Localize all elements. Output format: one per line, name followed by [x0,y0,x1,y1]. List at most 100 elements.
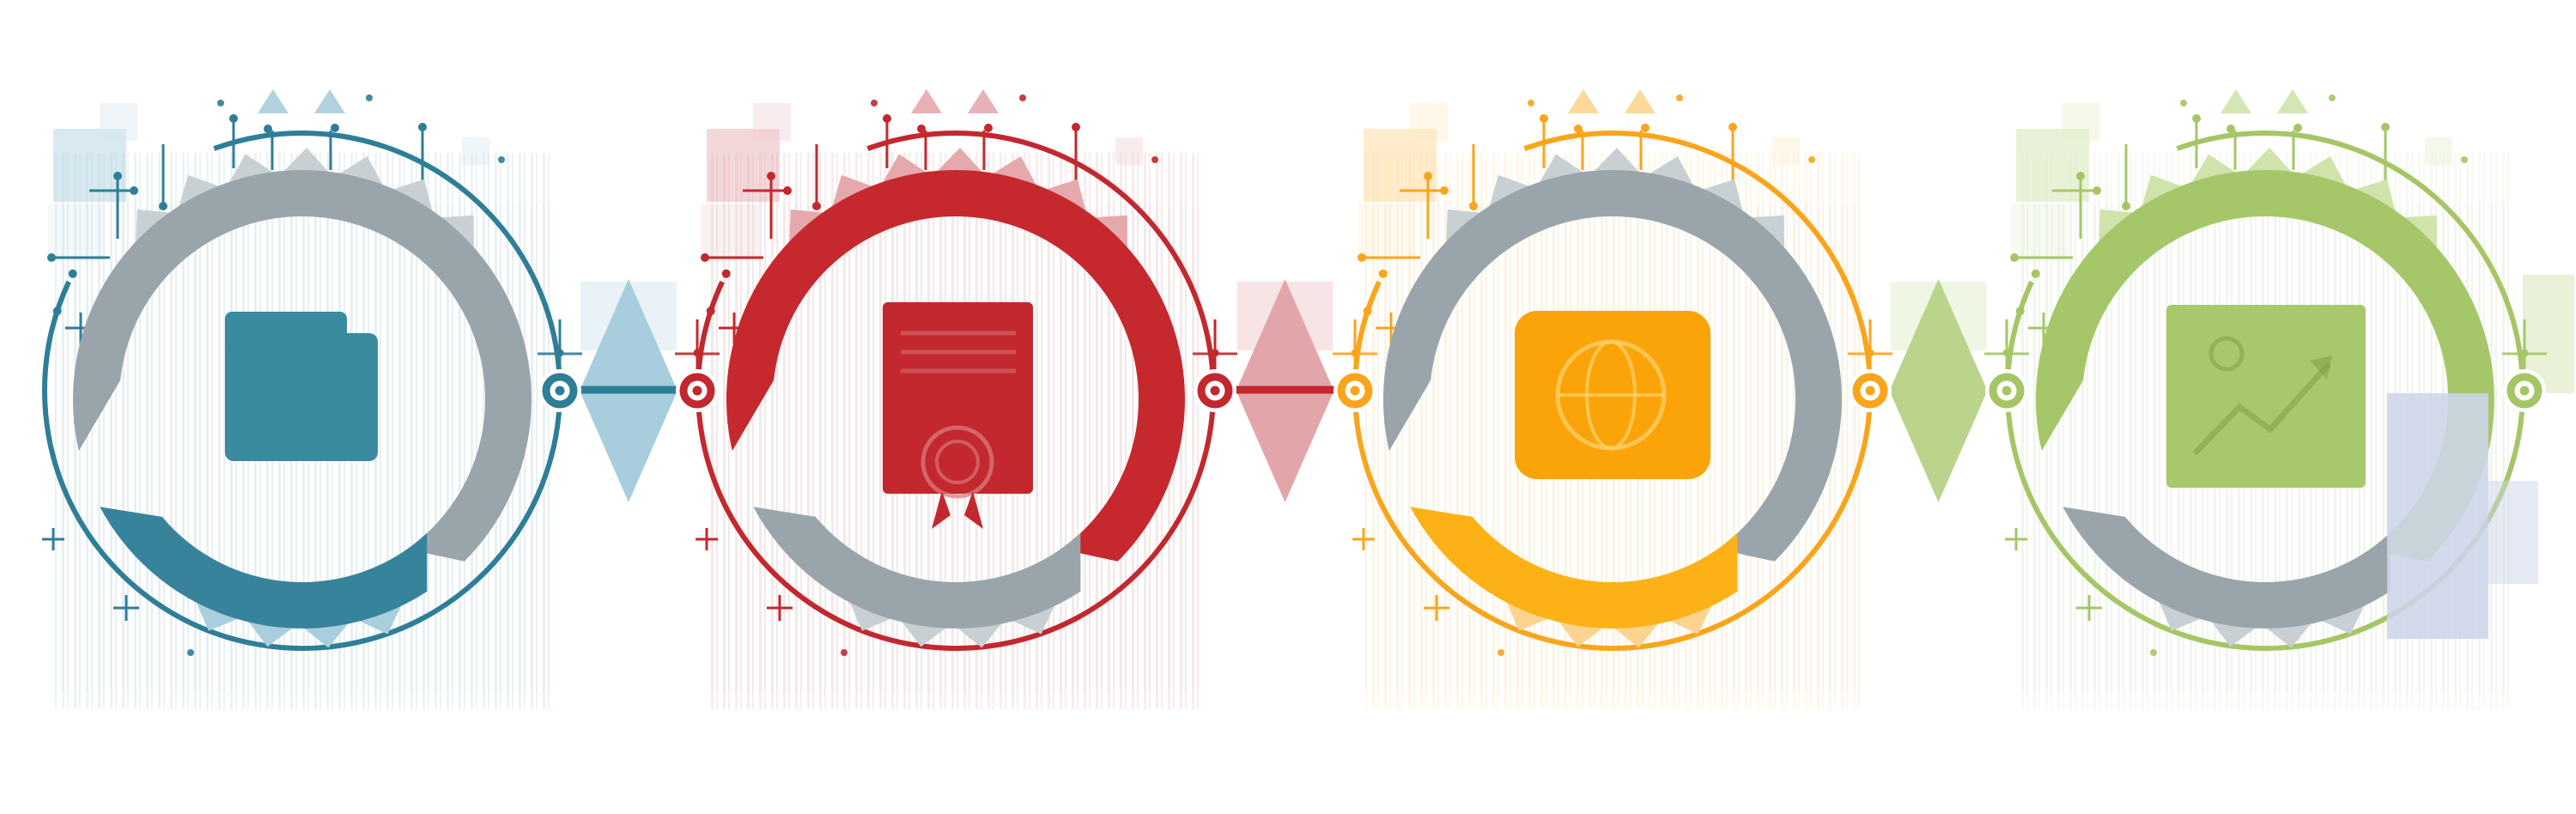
seal-ring [920,425,994,499]
node-dot [2002,386,2012,396]
deco-square [462,137,489,165]
deco-dot [871,100,878,106]
arc-tooth [228,154,275,185]
node-dot [1865,386,1875,396]
arc-tooth [2265,622,2313,648]
connector-2 [1193,279,1377,502]
arc-tooth [302,622,350,648]
cross-marker [1352,528,1375,550]
connector-node [538,369,581,412]
deco-dot [1540,114,1548,123]
arc-tooth [337,156,384,187]
deco-dot [701,253,709,262]
cycle-arc-bottom [1410,507,1738,629]
deco-dot [1469,202,1478,210]
cross-marker [113,595,139,621]
arc-tooth [2320,604,2366,635]
arc-tooth [1505,600,1550,631]
arc-tooth [881,154,928,185]
growth-arrowhead [2310,355,2332,380]
arc-tooth [1592,148,1641,173]
node-dot [1350,386,1360,396]
node-stem [1333,319,1377,369]
deco-dot [1424,172,1432,180]
deco-dot [2010,253,2019,262]
deco-dot [366,94,373,101]
cycle-arc-bottom [2063,507,2391,629]
node-dot [1210,386,1220,396]
deco-dot [1358,253,1366,262]
connector-node [1334,369,1376,412]
deco-circuit [1352,89,1815,656]
board-body [2166,305,2366,488]
deco-dot [2381,123,2390,131]
folder-icon [225,312,378,461]
seal-inner-ring [935,440,980,484]
globe-icon [1515,311,1710,479]
deco-dot [2093,186,2101,195]
node-ring [1197,373,1233,409]
node-stem [538,319,582,369]
deco-square [2011,204,2068,261]
node-stem [1984,319,2029,369]
node-stem [2502,319,2547,369]
arc-tooth [2300,156,2347,187]
deco-dot [2122,202,2130,210]
orbit-circle [41,131,562,652]
board-icon [2166,305,2366,488]
deco-dot [1151,156,1158,163]
node-dot [555,386,565,396]
node-ring [542,373,578,409]
deco-dot [498,156,505,163]
folder-body [225,333,378,461]
connector-node [1194,369,1236,412]
deco-dot [1728,123,1737,131]
deco-dot [2180,100,2187,106]
node-ring [2506,373,2543,409]
node-ring [1989,373,2025,409]
deco-circuit [42,89,505,656]
deco-dot [1528,100,1534,106]
orbit-circle [695,131,1216,652]
arc-tooth [956,622,1004,648]
connector-node [676,369,719,412]
folder-tab [225,312,347,346]
deco-square [1115,137,1143,165]
deco-dot [984,124,993,132]
deco-dot [2076,172,2085,180]
cross-marker [42,528,64,550]
arc-tooth [991,156,1037,187]
deco-dot [418,123,427,131]
deco-dot [1808,156,1815,163]
deco-triangle [2277,89,2308,113]
node-stem [1193,319,1237,369]
deco-square [2063,103,2100,141]
deco-dot [187,649,194,656]
arc-tooth [195,600,240,631]
node-ring [679,373,715,409]
cross-marker [696,528,718,550]
deco-triangle [314,89,345,113]
cycle-arc-top [726,170,1185,562]
deco-dot [2461,156,2468,163]
deco-square [1410,103,1448,141]
arc-tooth [357,604,403,635]
arc-tooth [2245,148,2293,173]
deco-dot [159,202,167,210]
deco-triangle [968,89,999,113]
unit-3-globe-step [1352,89,1873,709]
deco-dot [1019,94,1026,101]
deco-dot [812,202,821,210]
arc-tooth [1011,604,1056,635]
orbit-dot [2031,269,2040,278]
deco-dot [47,253,56,262]
unit-1-documents-step [41,89,562,709]
deco-dot [113,172,122,180]
deco-triangle [258,89,289,113]
node-ring [1852,373,1888,409]
cycle-arc-bottom [753,507,1081,629]
node-stem [675,319,720,369]
arc-tooth [2158,600,2202,631]
arc-tooth [1668,604,1713,635]
